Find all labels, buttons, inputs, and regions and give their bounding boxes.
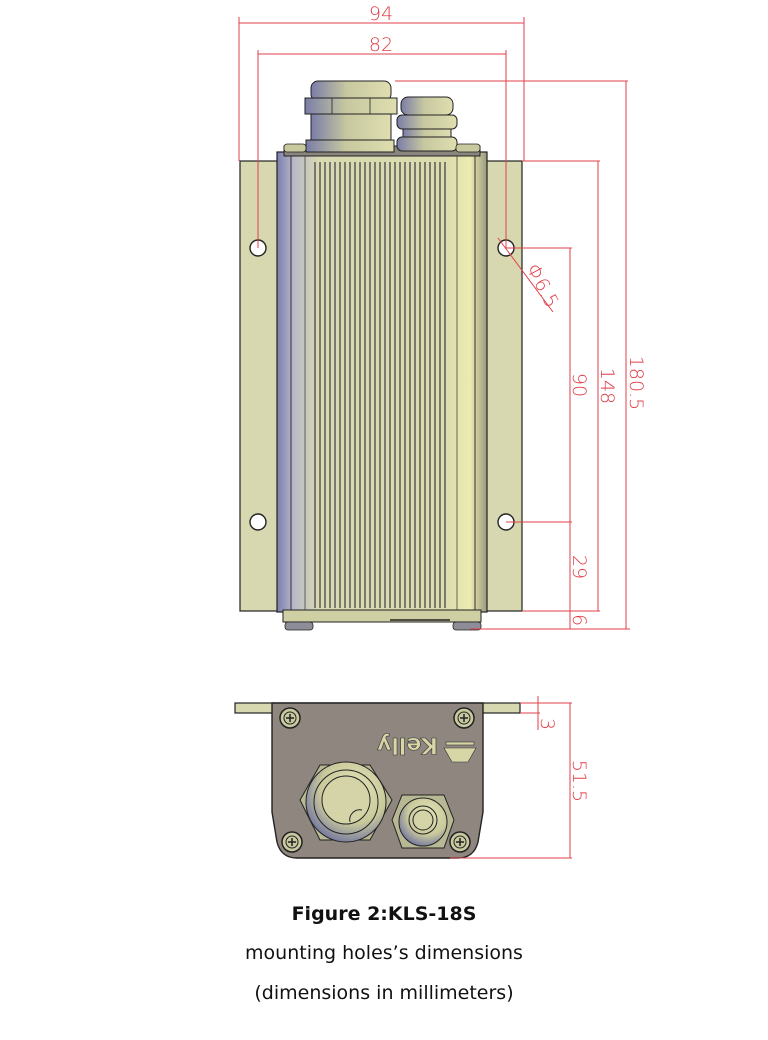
dim-hole-diameter: Φ6.5 <box>522 260 563 311</box>
kelly-logo-icon <box>443 741 477 763</box>
large-gland-end <box>299 761 393 843</box>
small-cable-gland <box>396 96 458 152</box>
large-cable-gland <box>304 80 398 153</box>
technical-drawing: 94 82 Φ6.5 180.5 148 90 29 6 <box>234 3 647 859</box>
dim-overall-width: 94 <box>369 3 393 25</box>
dim-flange-thickness: 3 <box>536 718 558 730</box>
housing-body <box>276 145 488 631</box>
dim-plate-offset: 6 <box>568 614 590 626</box>
figure-title: Figure 2:KLS-18S <box>291 903 477 925</box>
dim-plate-length: 148 <box>596 368 618 404</box>
screw-icon <box>279 707 301 729</box>
dim-hole-to-edge: 29 <box>568 555 590 579</box>
screw-icon <box>449 831 471 853</box>
dim-overall-height: 51.5 <box>568 760 590 802</box>
dim-hole-spacing-width: 82 <box>369 34 393 56</box>
screw-icon <box>453 707 475 729</box>
svg-text:Kelly: Kelly <box>377 732 438 757</box>
figure-units-note: (dimensions in millimeters) <box>254 982 514 1004</box>
kelly-logo: Kelly <box>377 732 477 763</box>
small-gland-end <box>391 794 455 849</box>
dim-overall-length: 180.5 <box>625 356 647 410</box>
end-view: Kelly <box>234 702 521 859</box>
dimension-lines <box>238 17 630 630</box>
figure-subtitle: mounting holes’s dimensions <box>245 942 523 964</box>
screw-icon <box>281 831 303 853</box>
mounting-hole-bottom-left <box>249 513 267 531</box>
top-view <box>239 80 523 631</box>
dim-hole-spacing-length: 90 <box>568 373 590 397</box>
